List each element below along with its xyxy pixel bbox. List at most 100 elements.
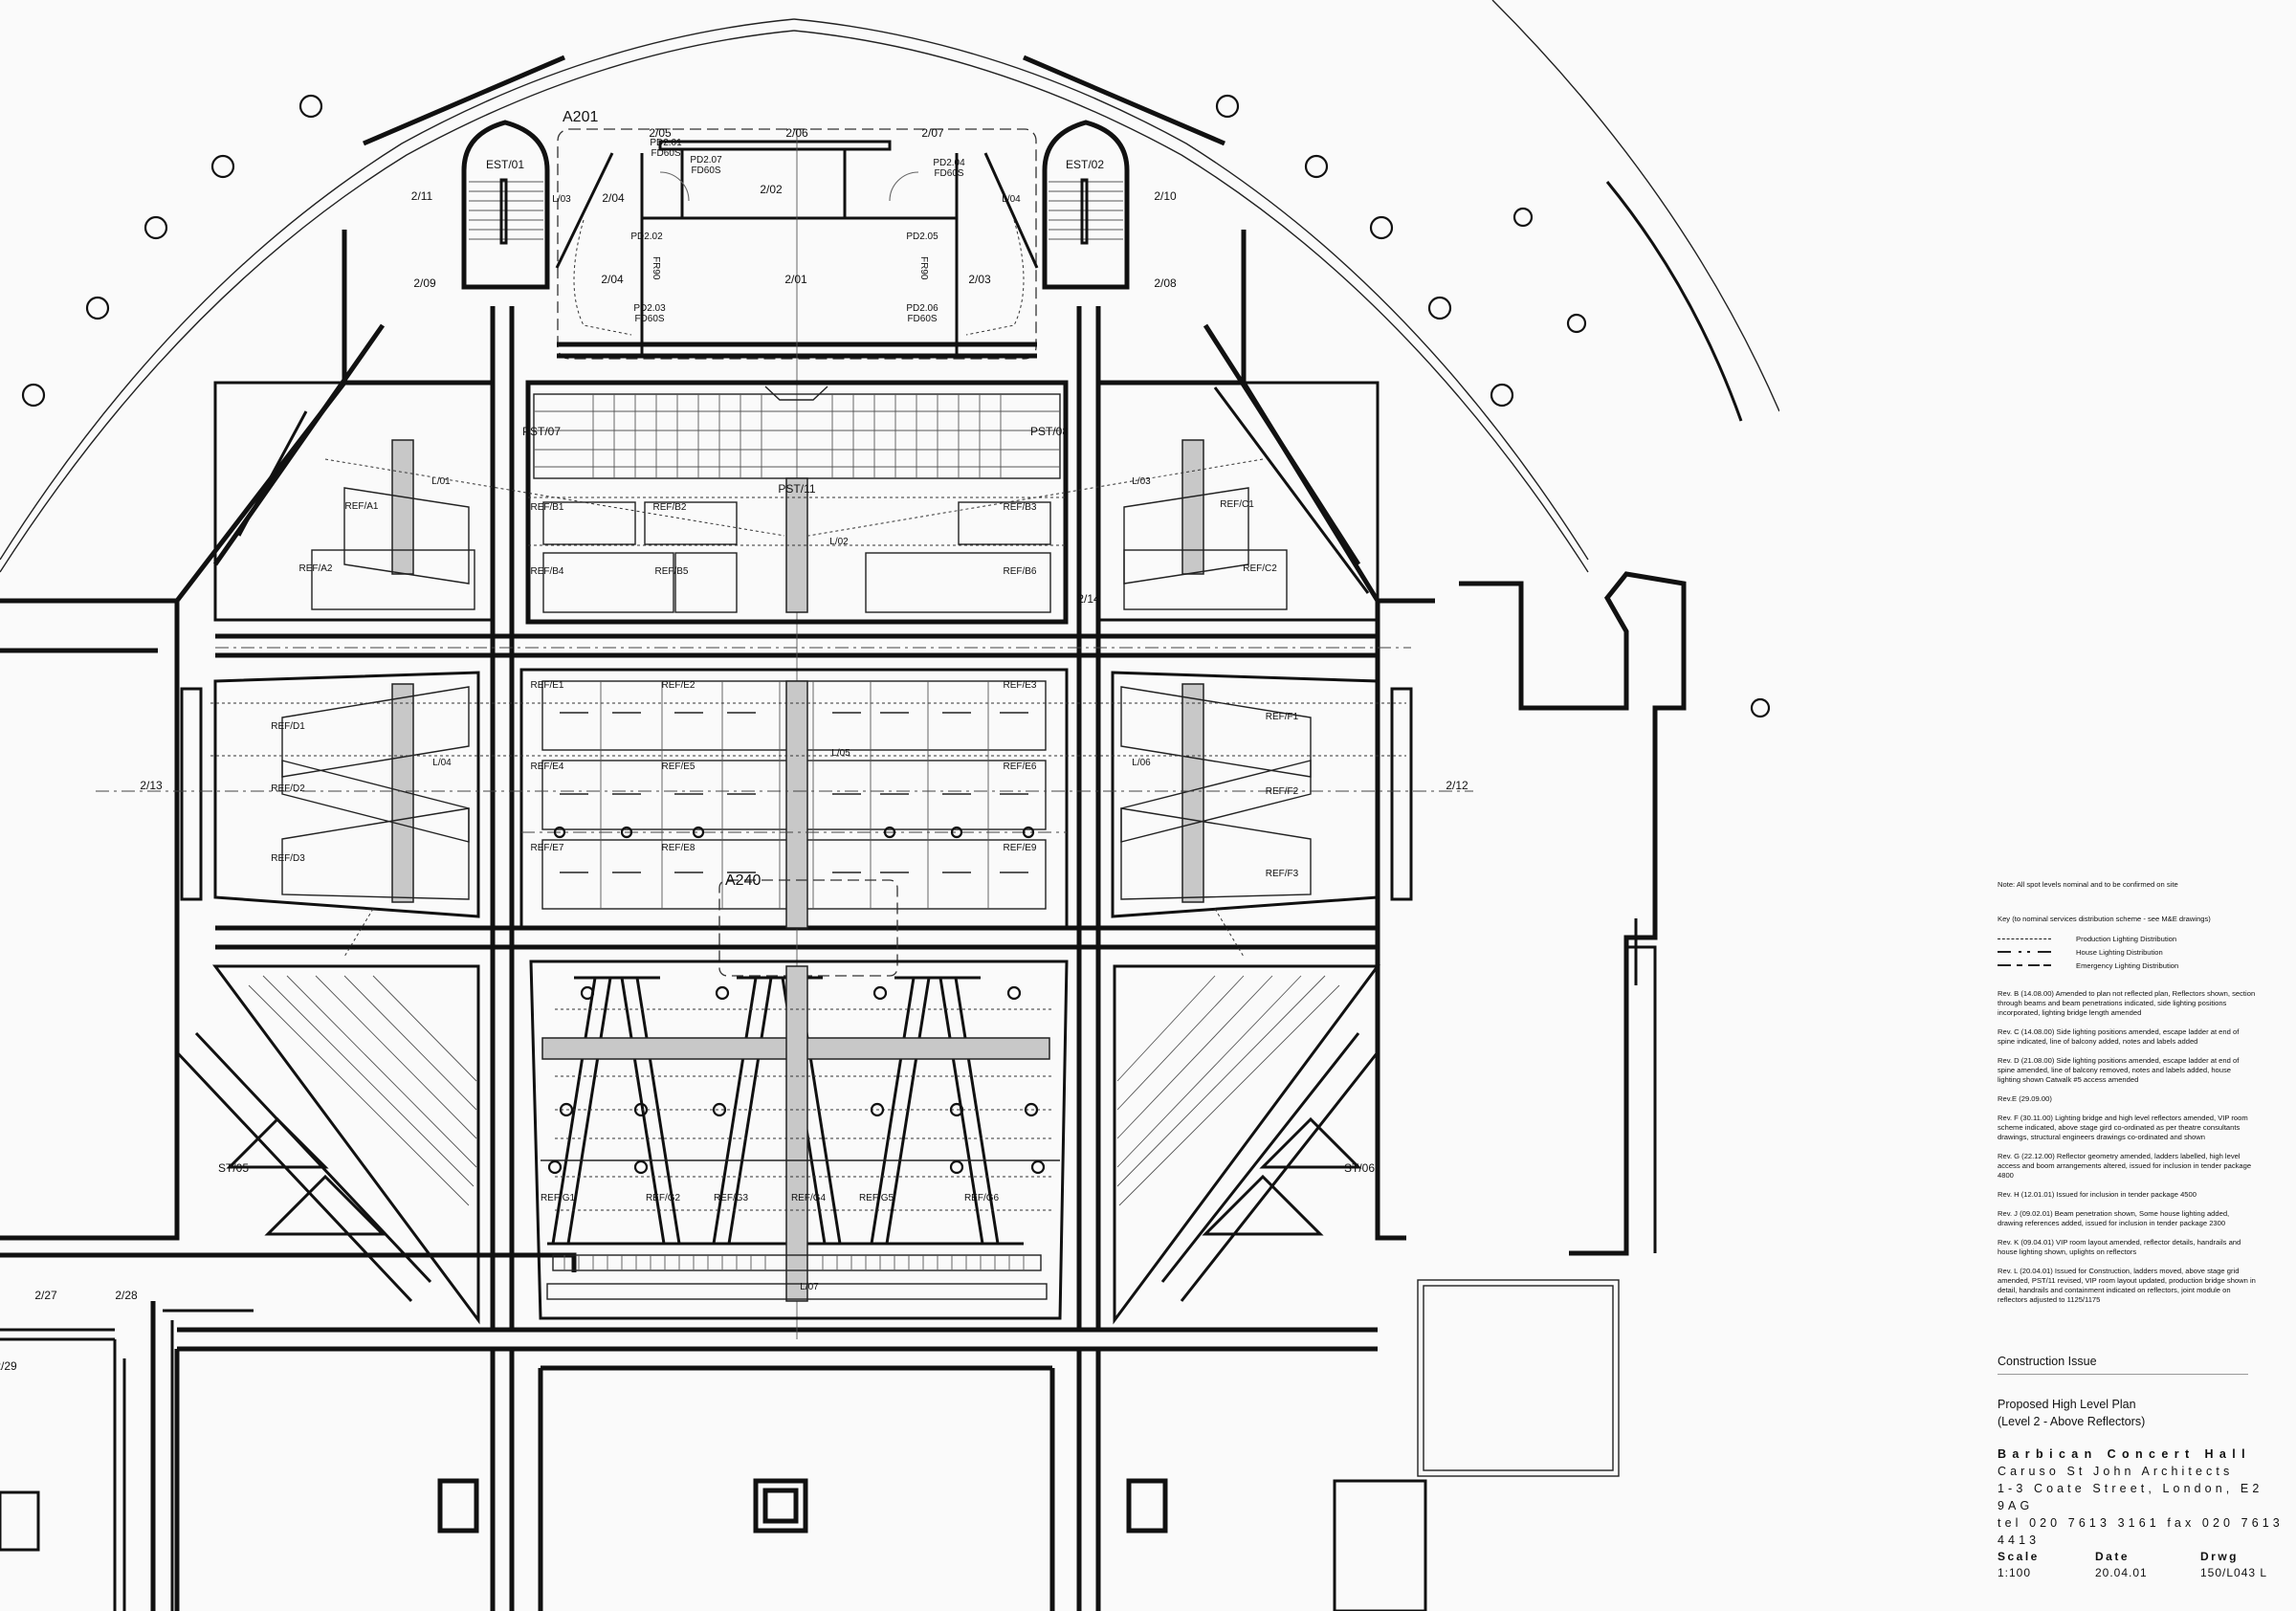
house-line-icon xyxy=(1998,951,2051,953)
reflector-label: REF/B4 xyxy=(530,566,563,577)
stage-grid xyxy=(525,380,1069,625)
reflector-label: REF/E4 xyxy=(530,761,563,772)
issue-status: Construction Issue xyxy=(1998,1355,2248,1375)
reflector-label: REF/E6 xyxy=(1003,761,1036,772)
reflector-label: REF/E2 xyxy=(661,680,695,691)
lift-label: L/04 xyxy=(1002,194,1021,205)
stair-label: ST/05 xyxy=(218,1161,249,1175)
emergency-line-icon xyxy=(1998,964,2051,966)
lift-label: L/02 xyxy=(829,537,849,547)
lift-label: L/03 xyxy=(552,194,571,205)
lighting-distribution xyxy=(96,458,1473,958)
reflector-label: REF/B2 xyxy=(652,502,686,513)
legend-label: Production Lighting Distribution xyxy=(2076,934,2177,943)
revision-c: Rev. C (14.08.00) Side lighting position… xyxy=(1998,1027,2240,1046)
area-label-a201: A201 xyxy=(563,109,598,125)
revision-f: Rev. F (30.11.00) Lighting bridge and hi… xyxy=(1998,1114,2248,1141)
reflector-label: REF/B5 xyxy=(654,566,688,577)
room-label: 2/05 xyxy=(649,126,672,140)
stair-label: EST/01 xyxy=(486,158,524,171)
drawing-meta: Scale Date Drwg 1:100 20.04.01 150/L043 … xyxy=(1998,1549,2285,1581)
area-label-a240: A240 xyxy=(725,872,761,889)
revision-b: Rev. B (14.08.00) Amended to plan not re… xyxy=(1998,989,2256,1017)
door-label: PD2.07 xyxy=(690,155,722,166)
room-label: 2/10 xyxy=(1154,189,1177,203)
reflector-label: REF/G4 xyxy=(791,1193,827,1203)
reflector-label: REF/G3 xyxy=(714,1193,749,1203)
reflector-label: REF/A2 xyxy=(298,563,332,574)
reflector-label: REF/E3 xyxy=(1003,680,1036,691)
key-title: Key (to nominal services distribution sc… xyxy=(1998,915,2211,923)
legend-item-house: House Lighting Distribution xyxy=(1998,945,2285,959)
legend: Production Lighting Distribution House L… xyxy=(1998,932,2285,972)
revision-d: Rev. D (21.08.00) Side lighting position… xyxy=(1998,1056,2240,1084)
reflector-label: REF/B3 xyxy=(1003,502,1036,513)
scale-value: 1:100 xyxy=(1998,1566,2032,1579)
production-line-icon xyxy=(1998,938,2051,939)
reflector-label: REF/C1 xyxy=(1220,499,1254,510)
reflector-label: REF/E5 xyxy=(661,761,695,772)
fire-rating-label: FR90 xyxy=(918,256,929,280)
architect-address: 1-3 Coate Street, London, E2 9AG xyxy=(1998,1482,2263,1512)
reflector-grid-e xyxy=(519,668,1069,977)
room-label: 2/07 xyxy=(921,126,944,140)
room-label: 2/02 xyxy=(760,183,783,196)
revision-e: Rev.E (29.09.00) xyxy=(1998,1094,2052,1103)
stair-label: EST/02 xyxy=(1066,158,1104,171)
left-mid-reflectors xyxy=(180,671,480,918)
floor-plan-drawing: A201 A240 2/012/022/032/042/042/052/062/… xyxy=(0,0,1779,1611)
room-label: 2/29 xyxy=(0,1359,17,1373)
lift-label: L/06 xyxy=(1132,758,1151,768)
right-seating xyxy=(1113,964,1380,1325)
stair-label: PST/11 xyxy=(778,482,815,496)
left-upper-reflectors xyxy=(213,381,495,622)
room-label: 2/12 xyxy=(1446,779,1468,792)
right-extension xyxy=(1333,571,1687,1611)
lift-label: L/05 xyxy=(831,748,850,759)
title-block: Note: All spot levels nominal and to be … xyxy=(1998,880,2285,1581)
door-label: PD2.02 xyxy=(630,232,663,242)
right-mid-reflectors xyxy=(1111,671,1413,918)
revision-h: Rev. H (12.01.01) Issued for inclusion i… xyxy=(1998,1190,2197,1199)
door-label-rating: FD60S xyxy=(651,148,680,159)
door-label: PD2.05 xyxy=(906,232,938,242)
date-value: 20.04.01 xyxy=(2095,1566,2148,1579)
revision-l: Rev. L (20.04.01) Issued for Constructio… xyxy=(1998,1267,2256,1304)
architect-contact: tel 020 7613 3161 fax 020 7613 4413 xyxy=(1998,1516,2284,1547)
drawing-title-line-1: Proposed High Level Plan xyxy=(1998,1398,2136,1411)
scale-label: Scale xyxy=(1998,1550,2040,1563)
reflector-grid-g xyxy=(529,960,1069,1320)
door-label-rating: FD60S xyxy=(907,314,937,324)
left-lower-rooms xyxy=(0,1309,254,1611)
room-label: 2/13 xyxy=(140,779,163,792)
reflector-label: REF/E1 xyxy=(530,680,563,691)
door-label: PD2.06 xyxy=(906,303,938,314)
revision-g: Rev. G (22.12.00) Reflector geometry ame… xyxy=(1998,1152,2252,1180)
lift-label: L/01 xyxy=(431,476,451,487)
door-label-rating: FD60S xyxy=(691,166,720,176)
lift-label: L/04 xyxy=(432,758,452,768)
room-label: 2/08 xyxy=(1154,276,1177,290)
door-label-rating: FD60S xyxy=(934,168,963,179)
project-info: Barbican Concert Hall Caruso St John Arc… xyxy=(1998,1445,2285,1549)
revision-j: Rev. J (09.02.01) Beam penetration shown… xyxy=(1998,1209,2230,1227)
room-label: 2/03 xyxy=(968,273,991,286)
room-label: 2/09 xyxy=(413,276,436,290)
date-label: Date xyxy=(2095,1550,2130,1563)
drawing-title-line-2: (Level 2 - Above Reflectors) xyxy=(1998,1415,2146,1428)
room-label: 2/04 xyxy=(602,191,625,205)
reflector-label: REF/D2 xyxy=(271,783,305,794)
perimeter-arcs xyxy=(0,0,1779,573)
reflector-label: REF/A1 xyxy=(344,501,378,512)
legend-item-production: Production Lighting Distribution xyxy=(1998,932,2285,945)
drawing-number-label: Drwg xyxy=(2200,1550,2239,1563)
stair-label: ST/06 xyxy=(1344,1161,1375,1175)
left-seating xyxy=(175,964,480,1325)
reflector-label: REF/G6 xyxy=(964,1193,1000,1203)
room-label: 2/04 xyxy=(601,273,624,286)
reflector-label: REF/E7 xyxy=(530,843,563,853)
room-label: 2/27 xyxy=(34,1289,57,1302)
drawing-number-value: 150/L043 L xyxy=(2200,1566,2268,1579)
reflector-label: REF/E8 xyxy=(661,843,695,853)
